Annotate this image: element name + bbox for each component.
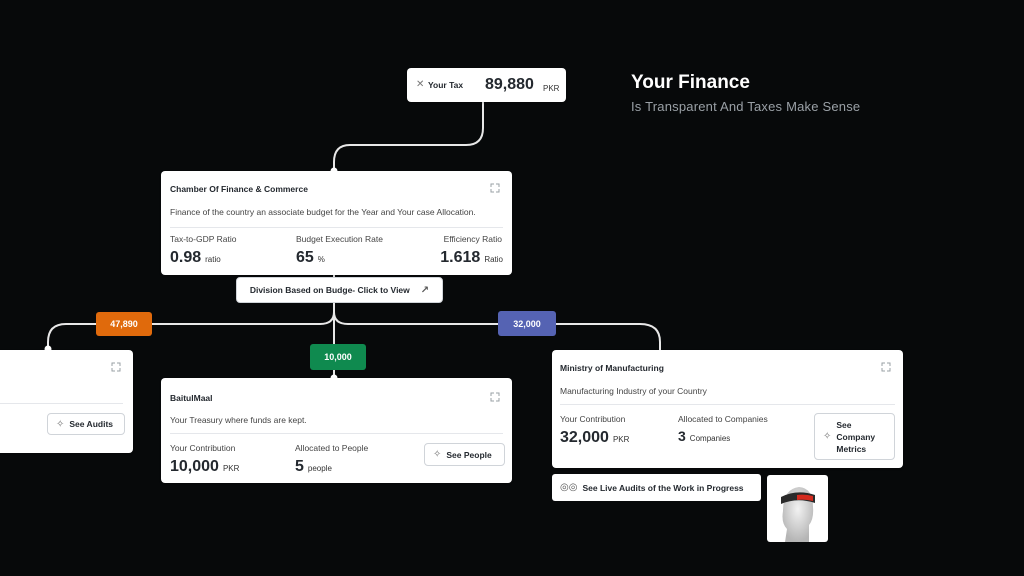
hero-title: Your Finance — [631, 72, 750, 93]
card-description: Manufacturing Industry of your Country — [560, 386, 707, 396]
badge-right: 32,000 — [498, 311, 556, 336]
metric-value: 65% — [296, 249, 325, 266]
audits-card: ✧ See Audits — [0, 350, 133, 453]
see-company-metrics-label: See Company Metrics — [836, 419, 876, 454]
headset-image — [767, 475, 828, 542]
see-people-label: See People — [446, 449, 492, 460]
live-audits-label: See Live Audits of the Work in Progress — [582, 482, 744, 493]
metric-label: Budget Execution Rate — [296, 234, 383, 244]
glasses-icon: ◎◎ — [560, 482, 578, 493]
divider — [170, 227, 503, 228]
close-icon[interactable]: ✕ — [416, 79, 425, 90]
metric-label: Efficiency Ratio — [443, 234, 502, 244]
card-title: BaitulMaal — [170, 393, 213, 403]
division-button[interactable]: Division Based on Budge- Click to View ↗ — [236, 277, 443, 303]
divider — [170, 433, 503, 434]
badge-left: 47,890 — [96, 312, 152, 336]
tax-value: 89,880 — [485, 76, 534, 93]
sparkle-icon: ✧ — [433, 449, 442, 460]
division-button-label: Division Based on Budge- Click to View — [249, 285, 410, 295]
metric-label: Tax-to-GDP Ratio — [170, 234, 237, 244]
expand-icon[interactable] — [490, 183, 500, 193]
expand-icon[interactable] — [111, 362, 121, 372]
chamber-card: Chamber Of Finance & Commerce Finance of… — [161, 171, 512, 275]
card-title: Ministry of Manufacturing — [560, 363, 664, 373]
contribution-label: Your Contribution — [170, 443, 236, 453]
sparkle-icon: ✧ — [823, 431, 832, 442]
card-description: Finance of the country an associate budg… — [170, 207, 476, 217]
allocated-label: Allocated to Companies — [678, 414, 768, 424]
expand-icon[interactable] — [490, 392, 500, 402]
allocated-label: Allocated to People — [295, 443, 369, 453]
tax-label: Your Tax — [428, 80, 464, 90]
expand-icon[interactable] — [881, 362, 891, 372]
tax-unit: PKR — [543, 84, 560, 93]
arrow-up-right-icon: ↗ — [420, 284, 430, 296]
sparkle-icon: ✧ — [56, 418, 65, 430]
manufacturing-card: Ministry of Manufacturing Manufacturing … — [552, 350, 903, 468]
see-audits-label: See Audits — [69, 419, 114, 429]
live-audits-button[interactable]: ◎◎ See Live Audits of the Work in Progre… — [552, 474, 761, 501]
see-audits-button[interactable]: ✧ See Audits — [47, 413, 125, 435]
see-people-button[interactable]: ✧ See People — [424, 443, 505, 466]
hero-subtitle: Is Transparent And Taxes Make Sense — [631, 99, 861, 114]
badge-center: 10,000 — [310, 344, 366, 370]
baitulmaal-card: BaitulMaal Your Treasury where funds are… — [161, 378, 512, 483]
contribution-label: Your Contribution — [560, 414, 626, 424]
divider — [560, 404, 895, 405]
divider — [0, 403, 123, 404]
card-description: Your Treasury where funds are kept. — [170, 415, 307, 425]
see-company-metrics-button[interactable]: ✧ See Company Metrics — [814, 413, 895, 460]
card-title: Chamber Of Finance & Commerce — [170, 184, 308, 194]
tax-card: ✕ Your Tax 89,880 PKR — [407, 68, 566, 102]
